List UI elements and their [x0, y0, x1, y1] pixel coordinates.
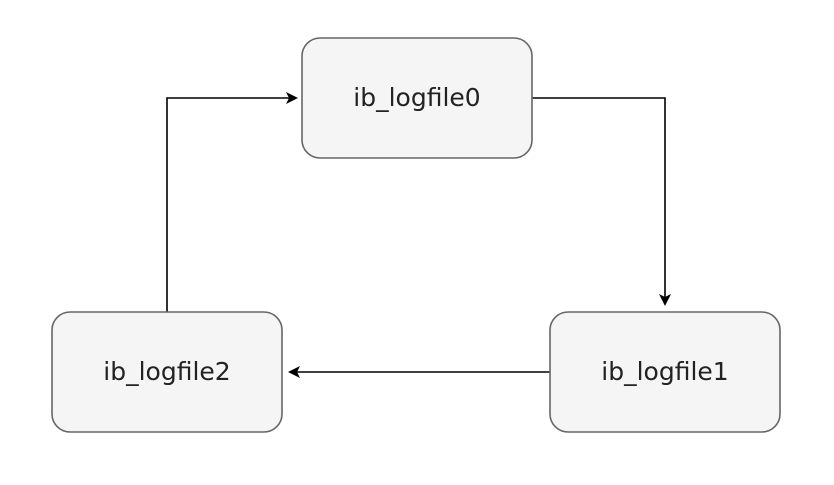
node-logfile2-box [51, 311, 283, 433]
node-logfile1-label: ib_logfile1 [601, 357, 728, 386]
node-logfile0-box [301, 37, 533, 159]
node-logfile0-label: ib_logfile0 [353, 83, 480, 112]
edge-logfile2-to-logfile0 [166, 92, 298, 312]
node-logfile2-label: ib_logfile2 [103, 357, 230, 386]
edge-logfile0-to-logfile1 [532, 97, 671, 306]
node-logfile0[interactable]: ib_logfile0 [301, 37, 533, 159]
node-logfile1[interactable]: ib_logfile1 [549, 311, 781, 433]
node-logfile2[interactable]: ib_logfile2 [51, 311, 283, 433]
node-logfile1-box [549, 311, 781, 433]
